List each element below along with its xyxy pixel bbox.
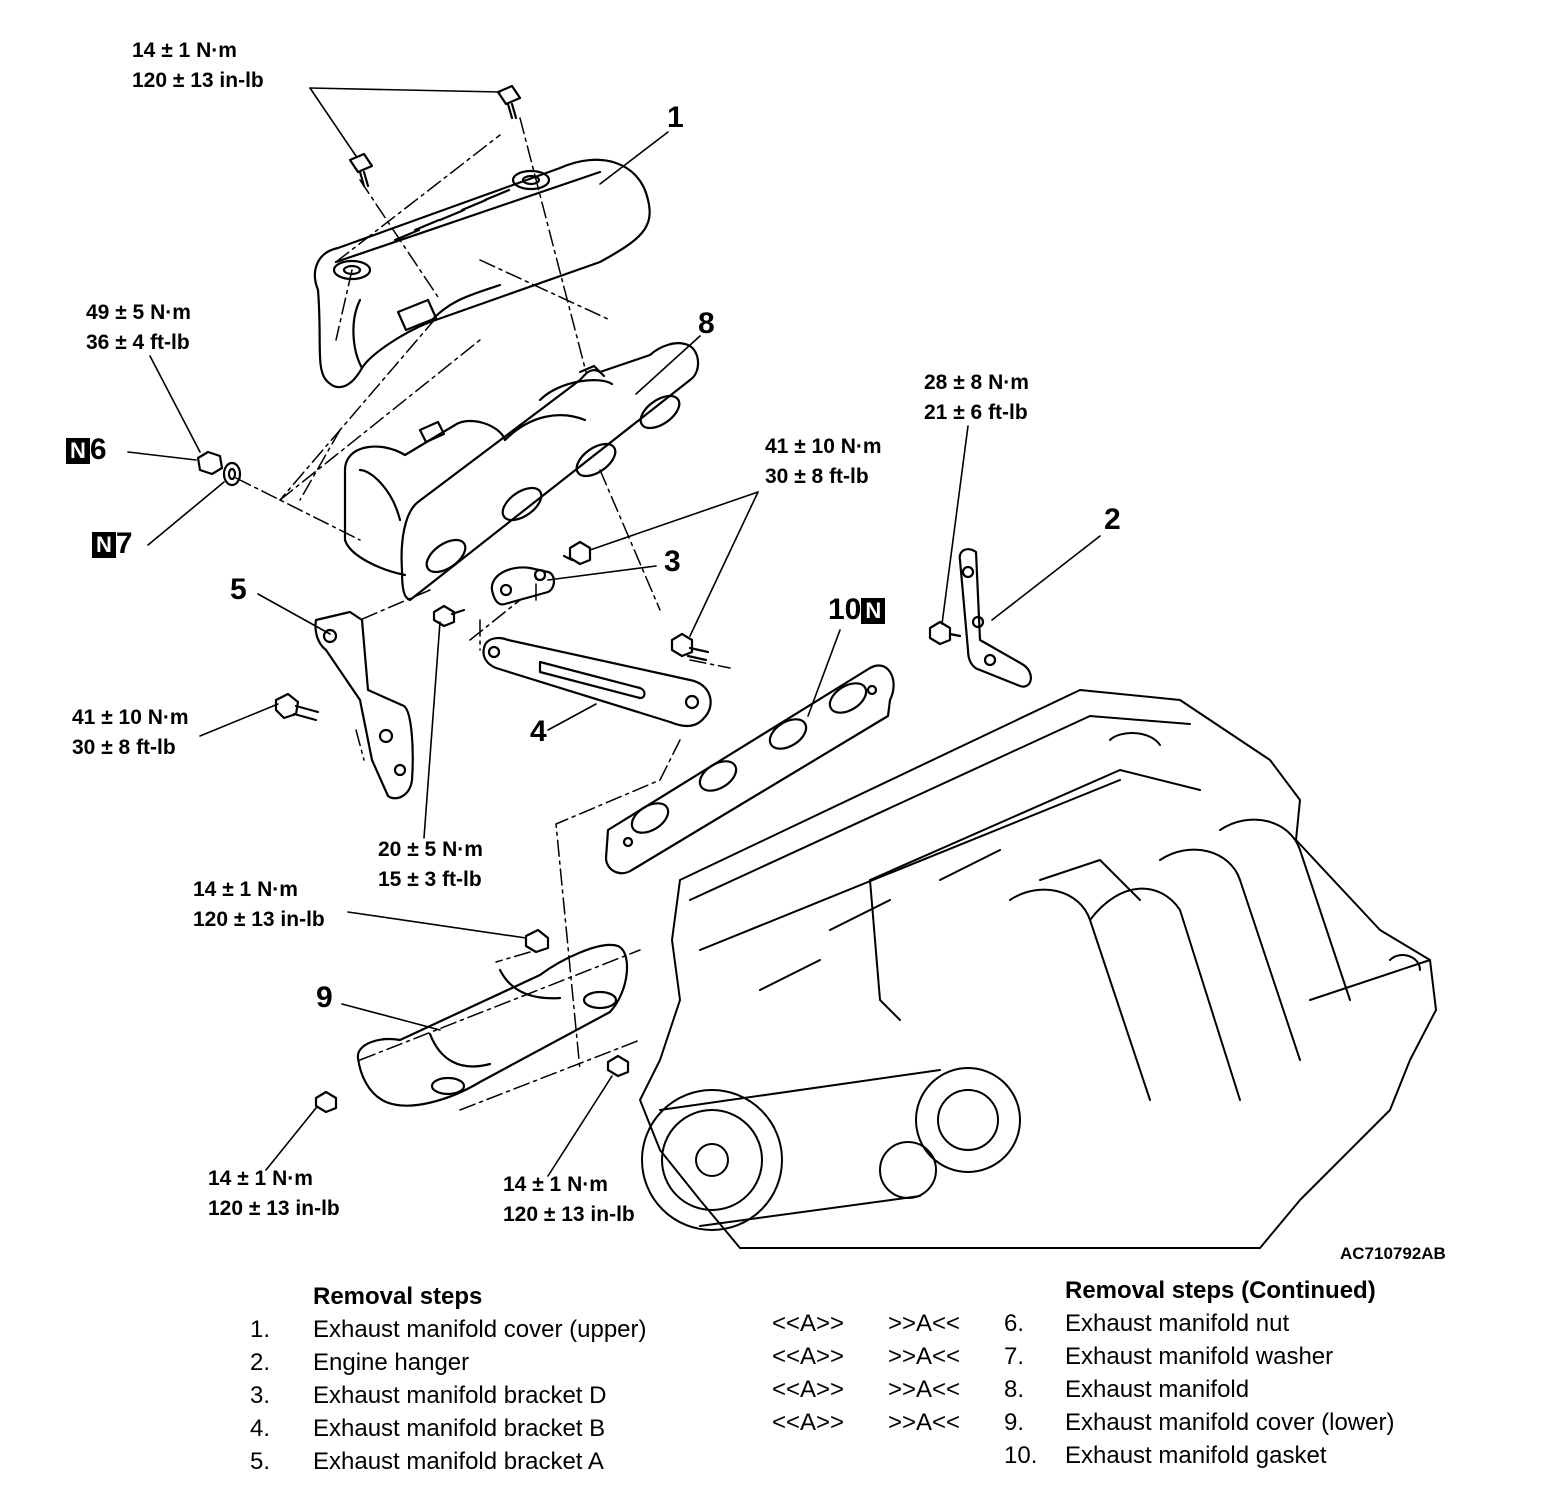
bracket-b-part [482,637,712,728]
engine-hanger-part [958,548,1032,688]
bolt-cover-lower-a [524,928,550,954]
bolt-bracket-d [562,540,592,566]
step-row: <<A>> >>A<< 7. Exhaust manifold washer [772,1340,1462,1373]
removal-ref: >>A<< [888,1409,961,1436]
step-row: 4.Exhaust manifold bracket B [250,1415,606,1442]
callout-9: 9 [316,981,333,1014]
manifold-washer-part [222,461,242,487]
exhaust-manifold-part [343,342,700,602]
bracket-d-part [490,566,556,606]
bolt-bracket-a [274,692,320,722]
install-ref: <<A>> [772,1409,845,1436]
manifold-cover-lower-part [356,943,629,1107]
bolt-cover-lower-b [314,1090,338,1114]
install-ref: <<A>> [772,1343,845,1370]
callout-5: 5 [230,573,247,606]
callout-3: 3 [664,545,681,578]
removal-ref: >>A<< [888,1343,961,1370]
bolt-20nm [432,604,466,628]
bolt-cover-upper-b [496,84,522,120]
step-row: 5.Exhaust manifold bracket A [250,1448,604,1475]
step-row: <<A>> >>A<< 6. Exhaust manifold nut [772,1307,1462,1340]
new-part-mark: N [861,598,886,625]
manifold-nut-part [196,450,224,476]
bolt-cover-lower-c [606,1054,630,1078]
step-row: 10. Exhaust manifold gasket [1004,1442,1327,1469]
step-row: <<A>> >>A<< 8. Exhaust manifold [772,1373,1462,1406]
bracket-a-part [314,610,414,800]
removal-steps-header: Removal steps [313,1283,483,1310]
callout-2: 2 [1104,503,1121,536]
install-ref: <<A>> [772,1310,845,1337]
install-ref: <<A>> [772,1376,845,1403]
new-part-mark: N [66,438,90,465]
bolt-bracket-b [670,632,710,662]
manifold-cover-upper-part [313,158,651,389]
removal-steps-continued-header: Removal steps (Continued) [1065,1277,1376,1304]
callout-1: 1 [667,101,684,134]
callout-4: 4 [530,715,547,748]
removal-ref: >>A<< [888,1310,961,1337]
step-row: 3.Exhaust manifold bracket D [250,1382,607,1409]
removal-steps-left: Removal steps 1.Exhaust manifold cover (… [250,1280,720,1478]
leader-lines [127,87,1101,1177]
step-row: 1.Exhaust manifold cover (upper) [250,1316,647,1343]
step-row: 2.Engine hanger [250,1349,470,1376]
alignment-lines [235,117,731,1111]
new-part-mark: N [92,532,116,559]
step-row: <<A>> >>A<< 9. Exhaust manifold cover (l… [772,1406,1462,1439]
figure-id: AC710792AB [1340,1244,1446,1263]
manifold-gasket-part [604,664,895,875]
bolt-engine-hanger [928,620,962,646]
callout-8: 8 [698,307,715,340]
removal-ref: >>A<< [888,1376,961,1403]
exploded-view-drawing [127,84,1437,1249]
removal-steps-right: Removal steps (Continued) <<A>> >>A<< 6.… [772,1274,1462,1472]
engine-assembly [639,689,1437,1249]
